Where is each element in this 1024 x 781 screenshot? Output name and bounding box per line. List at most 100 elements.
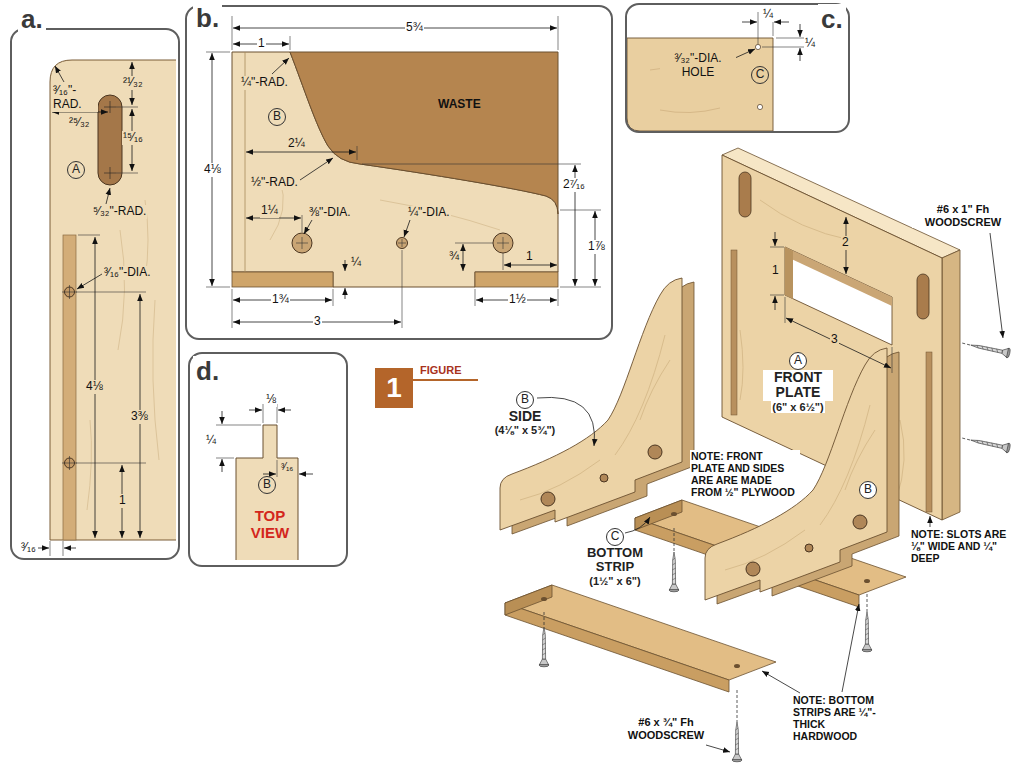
screws [539, 627, 549, 667]
side-part [500, 278, 694, 534]
dimension-label: 1⅞ [587, 240, 606, 254]
panel-b-drawing [246, 152, 356, 153]
panel-a-drawing [50, 60, 176, 540]
panel-a-drawing [106, 188, 110, 204]
front-plate [731, 250, 737, 415]
side-part [600, 474, 608, 482]
callout-letter: B [258, 476, 276, 494]
dimension-label: ¼"-RAD. [240, 76, 289, 90]
dimension-label: ⁵⁄₃₂"-RAD. [92, 205, 147, 219]
screws [970, 340, 1011, 358]
dimension-lines [775, 232, 776, 246]
dimension-label: ⅜"-DIA. [308, 206, 352, 220]
part-callout: B [268, 108, 286, 126]
front-plate [942, 250, 960, 520]
figure-rule [413, 379, 478, 381]
panel-a-drawing [52, 112, 108, 113]
panel-b-drawing [296, 237, 509, 249]
dimension-label: ³⁄₁₆"-DIA. [103, 266, 151, 280]
note-text: NOTE: BOTTOM STRIPS ARE ¼"-THICK HARDWOO… [792, 694, 889, 742]
dimension-label: ³⁄₁₆ [280, 461, 294, 473]
screws [862, 612, 872, 652]
panel-b-drawing [272, 58, 289, 74]
front-plate [785, 247, 892, 345]
dimension-label: 3⅜ [130, 410, 149, 424]
panel-b-drawing [206, 16, 601, 328]
figure-badge: 1FIGURE [375, 368, 413, 408]
panel-c-drawing [755, 44, 760, 49]
leader-lines [537, 397, 595, 446]
leader-lines [762, 671, 800, 693]
dimension-label: ⅛ [265, 393, 277, 407]
panel-d-drawing [249, 410, 262, 411]
leader-lines [990, 233, 1003, 338]
panel-b-drawing [232, 16, 558, 50]
panel-b-drawing [404, 220, 410, 237]
dimension-lines [775, 296, 776, 310]
panel-a-drawing [104, 101, 116, 179]
panel-b-drawing [232, 52, 558, 287]
dimension-label: ³⁄₁₆ [20, 541, 37, 555]
dimension-label: 5¾ [405, 21, 424, 35]
panel-b-drawing [302, 215, 303, 232]
panel-d-drawing [299, 474, 313, 475]
side-part [500, 278, 682, 530]
panel-d-drawing [222, 411, 223, 424]
panel-a-drawing [64, 548, 76, 549]
dimension-lines [770, 217, 892, 373]
figure-rule [413, 380, 478, 381]
panel-b-drawing [232, 250, 558, 328]
panel-letter: c. [818, 4, 846, 34]
callout-letter: A [789, 352, 807, 370]
panel-b-drawing [345, 288, 346, 299]
panel-b-drawing [475, 272, 558, 287]
view-label: TOP VIEW [240, 507, 300, 542]
dimension-label: ¼ [205, 434, 217, 448]
dimension-label: 1 [525, 250, 534, 264]
panel-letter: b. [193, 3, 222, 33]
screws [970, 435, 1011, 453]
front-plate [785, 247, 892, 306]
panel-letter: a. [18, 4, 46, 34]
bottom-strip [734, 664, 740, 668]
note-text: NOTE: FRONT PLATE AND SIDES ARE ARE MADE… [690, 450, 800, 498]
panel-b-drawing [503, 253, 504, 270]
dimension-lines [785, 297, 892, 373]
part-callout: C [751, 66, 769, 84]
dimension-label: ¼ [350, 256, 362, 270]
part-callout: A [67, 161, 85, 179]
detail-panel: c. C [625, 3, 850, 133]
dimension-label: 2¼ [287, 137, 306, 151]
dimension-label: 1 [771, 264, 780, 278]
panel-b-drawing [345, 260, 346, 271]
panel-c-drawing [742, 22, 757, 23]
panel-b-drawing [270, 180, 500, 240]
dimension-label: ³⁄₁₆"-RAD. [52, 84, 98, 112]
panel-a-drawing [62, 285, 77, 470]
bottom-strip [505, 585, 552, 615]
dimension-label: ²¹⁄₃₂ [122, 76, 144, 90]
panel-letter: d. [193, 356, 222, 386]
bottom-strip [505, 603, 729, 692]
dimension-label: 1½ [508, 293, 527, 307]
dimension-label: 3 [830, 333, 839, 347]
callout-heading: FRONT PLATE [763, 370, 833, 401]
panel-c-drawing [735, 49, 755, 58]
callout-heading: SIDE [508, 409, 543, 424]
part-callout: CBOTTOM STRIP(1½" x 6") [575, 528, 655, 587]
figure-word: FIGURE [419, 364, 463, 377]
panel-c-drawing [627, 12, 806, 131]
dimension-label: ³⁄₃₂"-DIA. HOLE [660, 52, 736, 80]
side-part [541, 492, 555, 506]
callout-letter: B [859, 481, 877, 499]
panel-a-drawing [63, 235, 76, 540]
panel-d-drawing [222, 459, 223, 472]
panel-d-drawing [263, 474, 276, 475]
panel-c-drawing [627, 38, 773, 131]
part-callout: B [859, 481, 877, 499]
dimension-label: 2⁷⁄₁₆ [562, 178, 586, 192]
front-plate [739, 172, 751, 217]
panel-c-drawing [757, 104, 762, 109]
